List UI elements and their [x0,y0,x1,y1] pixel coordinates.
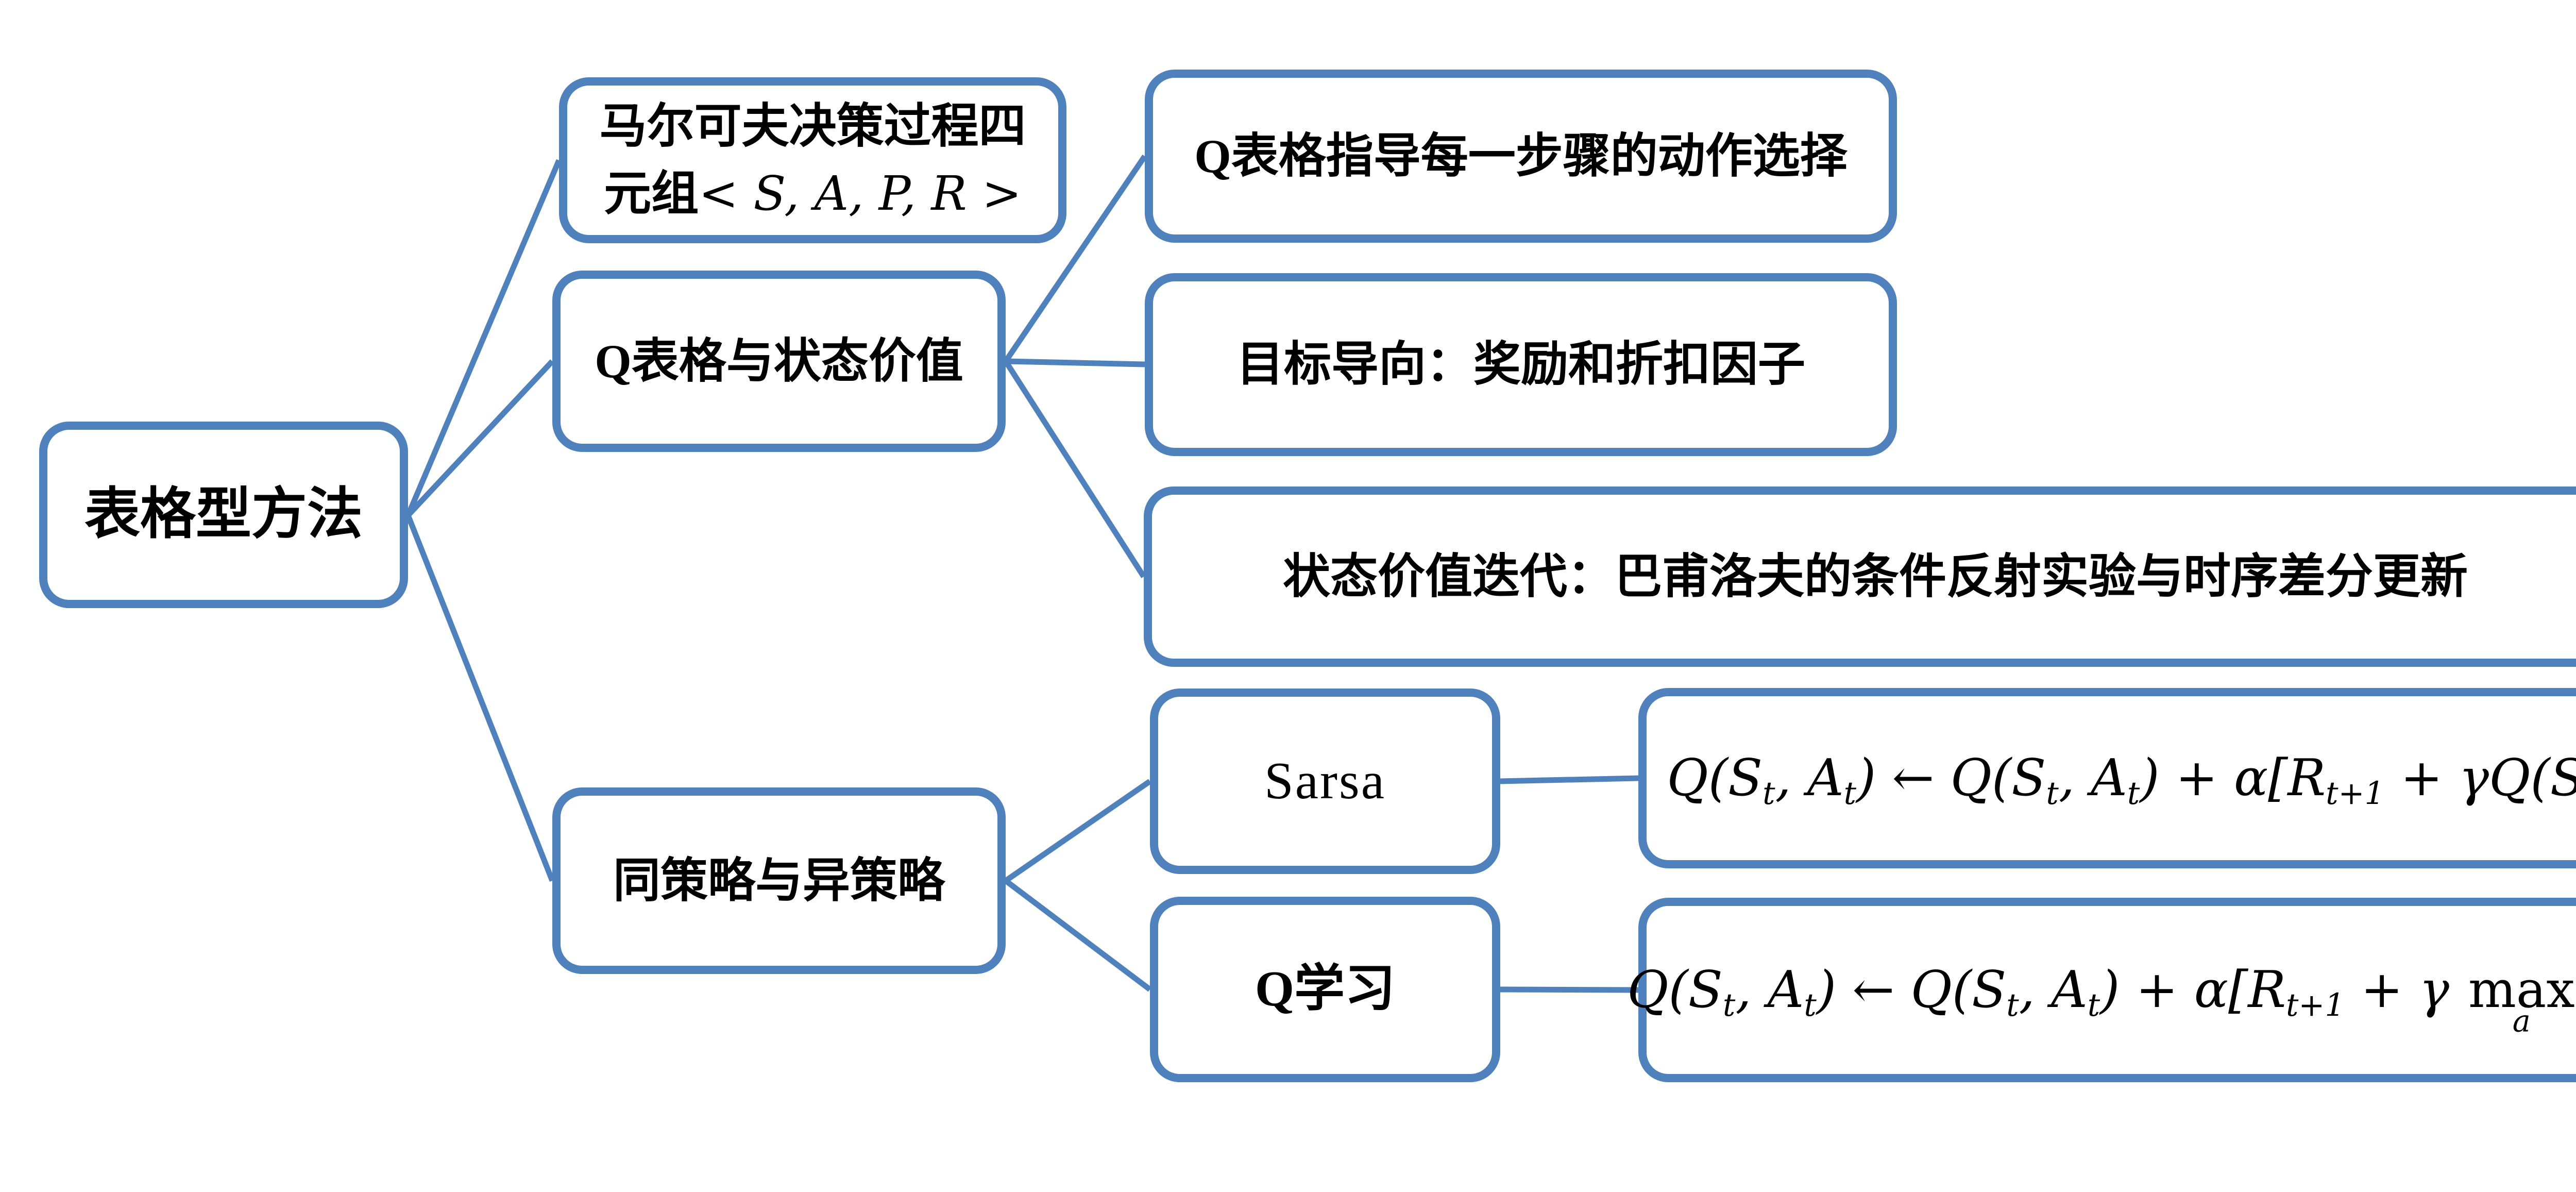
mdp-tuple-math: < S, A, P, R > [699,166,1022,221]
connector-line [1500,986,1639,993]
node-q-learning[interactable]: Q学习 [1150,897,1500,1082]
connector-line [405,159,562,517]
connector-line [405,514,555,882]
node-qtable-guides-action-selection-label: Q表格指导每一步骤的动作选择 [1194,129,1848,182]
node-tabular-methods-label: 表格型方法 [84,484,363,546]
node-sarsa-update-formula[interactable]: Q(St, At) ← Q(St, At) + α[Rt+1 + γQ(St+1… [1638,688,2576,868]
connector-line [1003,360,1146,578]
node-sarsa-label: Sarsa [1264,751,1386,810]
connector-line [1004,779,1152,883]
node-qtable-state-value[interactable]: Q表格与状态价值 [552,271,1006,452]
node-mdp-tuple[interactable]: 马尔可夫决策过程四 元组< S, A, P, R > [559,77,1066,243]
node-mdp-tuple-label: 马尔可夫决策过程四 元组< S, A, P, R > [599,93,1026,227]
node-q-learning-label: Q学习 [1255,961,1396,1017]
node-goal-oriented-reward-discount-label: 目标导向：奖励和折扣因子 [1236,338,1805,391]
node-on-policy-off-policy[interactable]: 同策略与异策略 [552,787,1006,974]
node-state-value-iteration-label: 状态价值迭代：巴甫洛夫的条件反射实验与时序差分更新 [1282,550,2468,603]
node-sarsa[interactable]: Sarsa [1150,689,1500,874]
node-state-value-iteration[interactable]: 状态价值迭代：巴甫洛夫的条件反射实验与时序差分更新 [1144,486,2576,667]
mdp-line1: 马尔可夫决策过程四 [599,100,1026,153]
connector-line [1004,878,1152,992]
node-on-policy-off-policy-label: 同策略与异策略 [613,854,945,907]
connector-line [1003,154,1147,363]
connector-line [1005,358,1145,367]
node-goal-oriented-reward-discount[interactable]: 目标导向：奖励和折扣因子 [1145,273,1897,456]
node-tabular-methods[interactable]: 表格型方法 [39,422,408,608]
connector-line [1500,775,1639,784]
sarsa-update-formula: Q(St, At) ← Q(St, At) + α[Rt+1 + γQ(St+1… [1667,749,2576,812]
node-qtable-guides-action-selection[interactable]: Q表格指导每一步骤的动作选择 [1145,70,1897,243]
node-qtable-state-value-label: Q表格与状态价值 [595,334,963,388]
mdp-line2-prefix: 元组 [604,167,699,220]
connector-line [405,359,555,517]
